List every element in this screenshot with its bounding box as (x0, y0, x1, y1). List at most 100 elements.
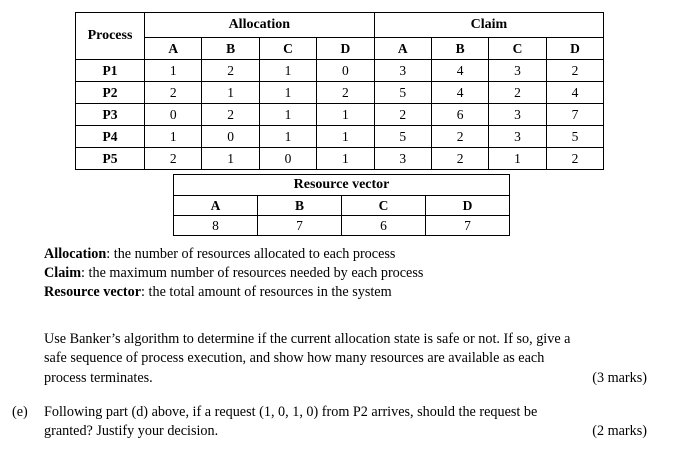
definition-resource-vector: Resource vector: the total amount of res… (44, 283, 648, 302)
allocation-claim-table: Process Allocation Claim A B C D A B C D… (75, 12, 605, 170)
resource-header-b: B (257, 195, 342, 216)
allocation-claim-grid: Process Allocation Claim A B C D A B C D… (75, 12, 605, 170)
cell-p5-claim-b: 2 (430, 147, 490, 170)
cell-p2-claim-a: 5 (373, 81, 432, 104)
resource-header-a: A (173, 195, 258, 216)
cell-p5-claim-c: 1 (488, 147, 547, 170)
cell-p2-alloc-a: 2 (143, 81, 203, 104)
cell-p3-alloc-d: 1 (316, 103, 375, 126)
row-label-p2: P2 (75, 81, 145, 104)
header-claim-b: B (430, 37, 490, 60)
definition-term-claim: Claim (44, 265, 82, 282)
table-row: P3 0 2 1 1 2 6 3 7 (75, 103, 605, 126)
definition-claim: Claim: the maximum number of resources n… (44, 264, 648, 283)
definition-text-claim: : the maximum number of resources needed… (81, 265, 424, 282)
cell-p5-claim-a: 3 (373, 147, 432, 170)
cell-p3-claim-a: 2 (373, 103, 432, 126)
table-row: P4 1 0 1 1 5 2 3 5 (75, 125, 605, 148)
cell-p4-claim-b: 2 (430, 125, 490, 148)
header-process: Process (75, 12, 145, 60)
cell-p2-alloc-c: 1 (258, 81, 318, 104)
table-header-resource-row: A B C D A B C D (76, 37, 605, 60)
resource-vector-table: Resource vector A B C D 8 7 6 7 (172, 174, 511, 236)
cell-p2-claim-b: 4 (430, 81, 490, 104)
cell-p1-alloc-d: 0 (316, 59, 375, 82)
header-allocation-group: Allocation (144, 12, 375, 38)
cell-p4-alloc-d: 1 (316, 125, 375, 148)
cell-p4-alloc-b: 0 (201, 125, 260, 148)
header-allocation-b: B (201, 37, 260, 60)
cell-p4-alloc-c: 1 (258, 125, 318, 148)
table-row: 8 7 6 7 (173, 215, 511, 236)
question-e-text: Following part (d) above, if a request (… (44, 403, 647, 442)
question-d-line-2-text: safe sequence of process execution, and … (44, 350, 545, 367)
cell-p2-alloc-d: 2 (316, 81, 375, 104)
header-claim-d: D (545, 37, 605, 60)
question-e-marker: (e) (12, 404, 28, 420)
header-claim-c: C (488, 37, 547, 60)
cell-p3-alloc-c: 1 (258, 103, 318, 126)
cell-p2-alloc-b: 1 (201, 81, 260, 104)
question-d-line-1-text: Use Banker’s algorithm to determine if t… (44, 331, 571, 347)
table-row: P5 2 1 0 1 3 2 1 2 (75, 147, 605, 170)
resource-vector-title-row: Resource vector (172, 174, 511, 196)
definition-term-allocation: Allocation (44, 246, 107, 262)
row-label-p4: P4 (75, 125, 145, 148)
definition-text-allocation: : the number of resources allocated to e… (106, 246, 396, 262)
table-header-group-row: Process Allocation Claim (75, 12, 605, 60)
table-row: P2 2 1 1 2 5 4 2 4 (75, 81, 605, 104)
question-e-line-2-text: granted? Justify your decision. (44, 423, 219, 440)
table-row: P1 1 2 1 0 3 4 3 2 (75, 59, 605, 82)
resource-header-d: D (424, 195, 511, 216)
definition-allocation: Allocation: the number of resources allo… (44, 245, 648, 264)
resource-value-a: 8 (173, 215, 258, 236)
header-allocation-d: D (316, 37, 375, 60)
question-d-line-3: process terminates. (3 marks) (44, 369, 647, 388)
question-e-item: (e) Following part (d) above, if a reque… (12, 403, 647, 442)
cell-p3-alloc-a: 0 (143, 103, 203, 126)
header-claim-a: A (373, 37, 432, 60)
cell-p1-alloc-a: 1 (143, 59, 203, 82)
row-label-p3: P3 (75, 103, 145, 126)
cell-p1-alloc-b: 2 (201, 59, 260, 82)
question-e-line-1-text: Following part (d) above, if a request (… (44, 404, 538, 420)
question-d-line-2: safe sequence of process execution, and … (44, 349, 647, 368)
cell-p1-claim-a: 3 (373, 59, 432, 82)
cell-p5-alloc-b: 1 (201, 147, 260, 170)
cell-p3-claim-b: 6 (430, 103, 490, 126)
row-label-p5: P5 (75, 147, 145, 170)
cell-p1-alloc-c: 1 (258, 59, 318, 82)
resource-vector-title: Resource vector (172, 174, 511, 196)
cell-p5-alloc-d: 1 (316, 147, 375, 170)
resource-vector-grid: Resource vector A B C D 8 7 6 7 (172, 174, 511, 236)
cell-p4-claim-a: 5 (373, 125, 432, 148)
cell-p3-claim-c: 3 (488, 103, 547, 126)
header-allocation-a: A (143, 37, 203, 60)
question-e-line-2: granted? Justify your decision. (2 marks… (44, 422, 647, 441)
cell-p1-claim-b: 4 (430, 59, 490, 82)
definition-term-resource-vector: Resource vector (44, 284, 142, 301)
question-d-marks: (3 marks) (592, 369, 647, 386)
resource-header-c: C (341, 195, 426, 216)
cell-p5-alloc-a: 2 (143, 147, 203, 170)
question-e-line-1: Following part (d) above, if a request (… (44, 403, 647, 422)
cell-p4-claim-c: 3 (488, 125, 547, 148)
cell-p5-claim-d: 2 (545, 147, 605, 170)
resource-value-c: 6 (341, 215, 426, 236)
header-allocation-c: C (258, 37, 318, 60)
cell-p1-claim-c: 3 (488, 59, 547, 82)
cell-p4-claim-d: 5 (545, 125, 605, 148)
resource-vector-header-row: A B C D (173, 195, 511, 216)
cell-p4-alloc-a: 1 (143, 125, 203, 148)
cell-p2-claim-c: 2 (488, 81, 547, 104)
definition-text-resource-vector: : the total amount of resources in the s… (141, 284, 392, 301)
cell-p2-claim-d: 4 (545, 81, 605, 104)
question-d-line-1: Use Banker’s algorithm to determine if t… (44, 330, 647, 349)
cell-p5-alloc-c: 0 (258, 147, 318, 170)
cell-p3-alloc-b: 2 (201, 103, 260, 126)
cell-p3-claim-d: 7 (545, 103, 605, 126)
header-claim-group: Claim (373, 12, 605, 38)
question-d-line-3-text: process terminates. (44, 369, 153, 386)
row-label-p1: P1 (75, 59, 145, 82)
cell-p1-claim-d: 2 (545, 59, 605, 82)
